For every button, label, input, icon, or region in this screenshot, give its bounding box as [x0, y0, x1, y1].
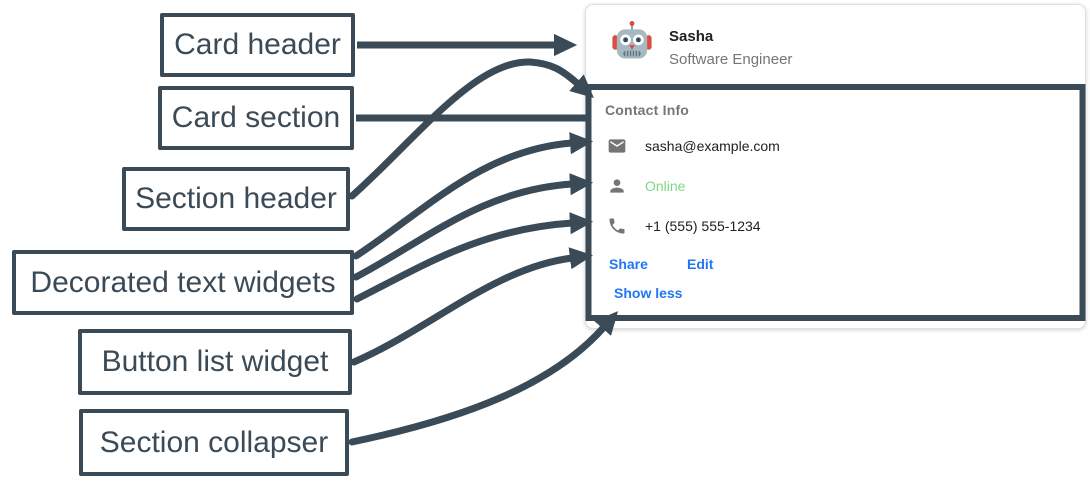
arrow-button-list [350, 247, 593, 366]
card-header-subtitle: Software Engineer [669, 51, 793, 68]
label-section-header: Section header [122, 167, 350, 231]
card-header-name: Sasha [669, 28, 714, 45]
arrow-decorated-online [352, 173, 594, 281]
label-button-list-widget: Button list widget [78, 329, 352, 395]
phone-text: +1 (555) 555-1234 [645, 218, 761, 234]
person-icon [610, 179, 624, 193]
label-card-section: Card section [158, 86, 354, 150]
email-icon [608, 139, 626, 153]
edit-button[interactable]: Edit [687, 256, 714, 272]
email-text: sasha@example.com [645, 138, 780, 154]
label-card-header: Card header [160, 13, 355, 77]
status-text: Online [645, 178, 686, 194]
label-decorated-text-widgets: Decorated text widgets [12, 250, 354, 315]
phone-icon [609, 218, 625, 234]
arrow-section-header [348, 58, 594, 200]
arrow-section-collapser [348, 311, 619, 446]
arrow-decorated-phone [353, 212, 594, 303]
label-section-collapser: Section collapser [79, 409, 349, 476]
show-less-button[interactable]: Show less [614, 285, 683, 301]
arrow-decorated-email [352, 132, 594, 260]
share-button[interactable]: Share [609, 256, 648, 272]
section-header-text: Contact Info [605, 102, 690, 118]
contact-card: Sasha Software Engineer Contact Info sas… [585, 4, 1086, 329]
robot-avatar-icon [611, 20, 653, 62]
